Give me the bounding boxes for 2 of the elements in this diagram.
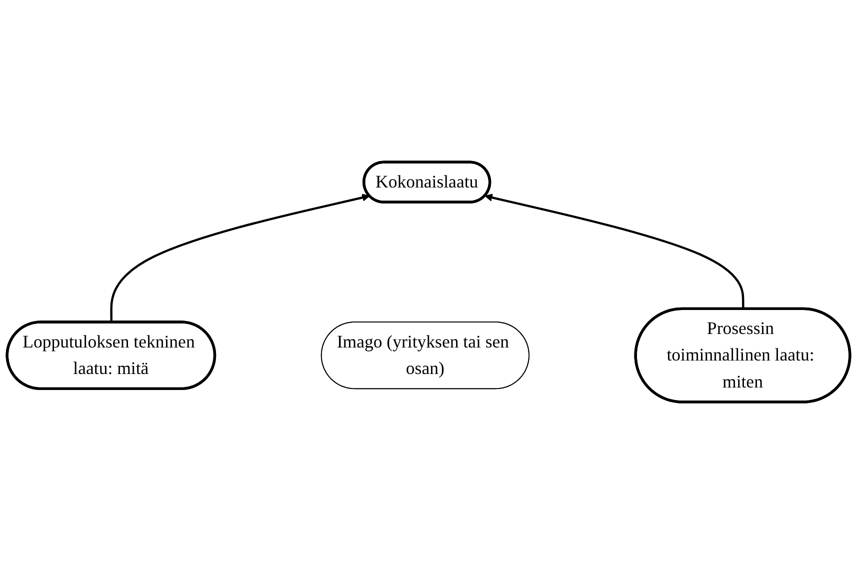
arrow	[484, 194, 744, 310]
arrow	[110, 194, 370, 322]
